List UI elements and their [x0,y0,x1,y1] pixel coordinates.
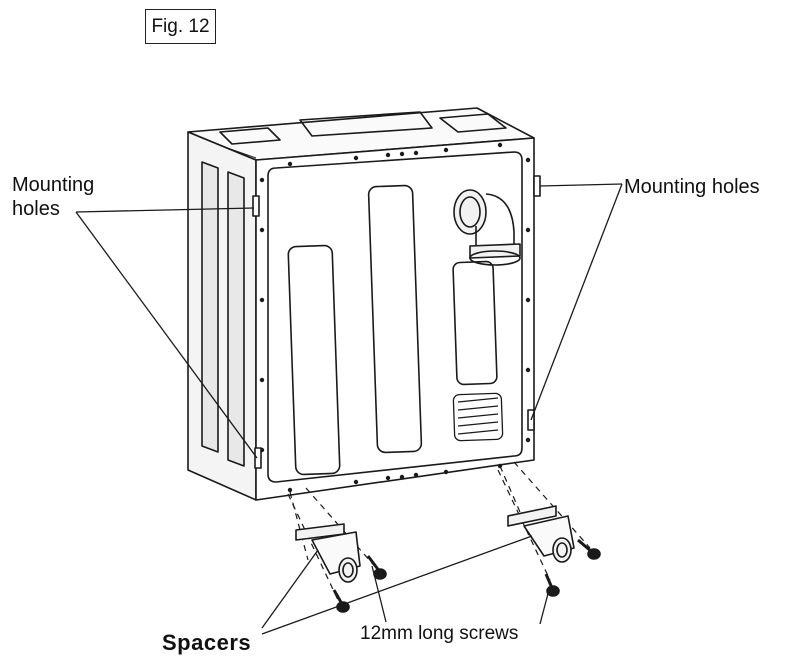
cabinet-left-side [187,131,257,501]
mounting-holes-leaders [75,183,623,459]
spacers-leaders [261,535,533,635]
screw [332,589,350,613]
alignment-dashes [287,461,591,601]
spacer-left [295,523,361,583]
mounting-holes-right-label: Mounting holes [624,176,760,198]
spacer-right [507,505,575,563]
mounting-hole-slot [533,175,541,197]
screw [366,555,387,580]
screw [577,538,601,560]
mounting-holes-left-line1: Mounting [12,174,95,196]
screws-label: 12mm long screws [360,623,519,644]
figure-label: Fig. 12 [145,9,216,44]
spacers-label: Spacers [162,630,252,655]
mounting-holes-left-line2: holes [12,198,60,220]
exhaust-elbow [453,189,521,266]
cabinet-back-panel [252,137,541,501]
mounting-holes-left-label: Mounting holes [12,173,94,221]
mounting-hole-slot [254,447,262,469]
mounting-hole-slot [252,195,260,217]
screws-leaders [371,565,551,625]
